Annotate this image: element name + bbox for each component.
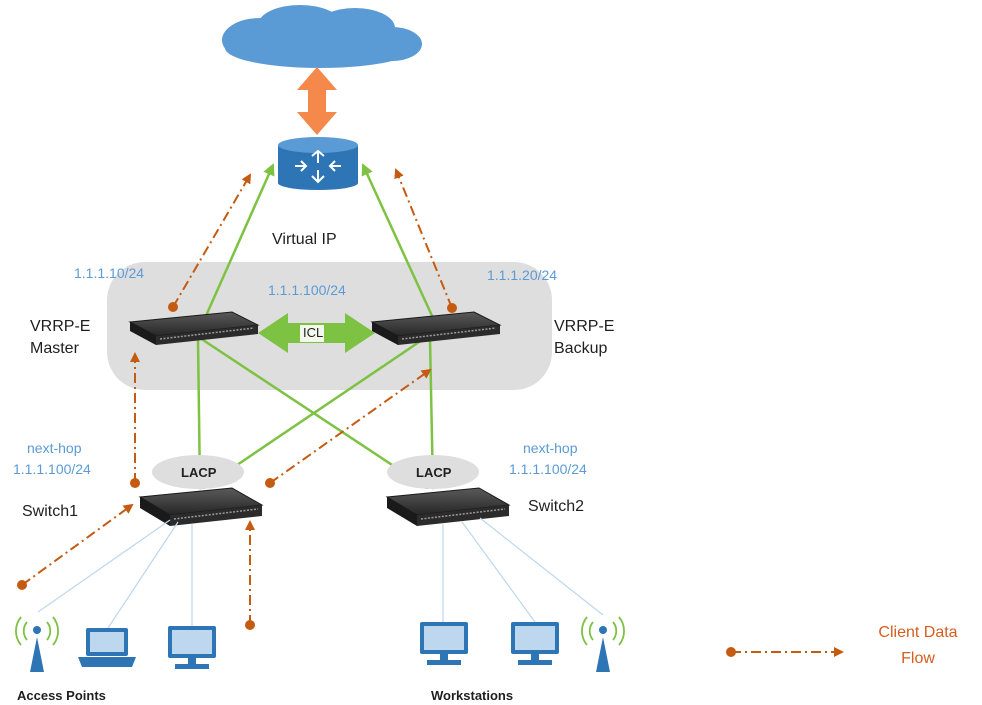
nexthop-right-line-2: 1.1.1.100/24 [509,461,587,477]
access-point-icon [15,616,59,672]
virtual-ip-address-label: 1.1.1.100/24 [268,282,346,298]
master-switch-icon [128,311,260,345]
master-role-line-1: VRRP-E [30,318,91,335]
cloud-icon [222,5,422,68]
switch1-icon [138,487,264,526]
monitor-icon [511,622,559,665]
client-data-flows [21,168,453,625]
nexthop-left-line-2: 1.1.1.100/24 [13,461,91,477]
device-links [37,517,604,629]
client-flow-origin-dots [17,302,457,630]
master-ip-label: 1.1.1.10/24 [74,265,145,281]
legend-client-data-flow [726,647,844,657]
master-role-line-2: Master [30,340,79,357]
lacp-ellipse-right [387,455,479,489]
legend-label-line-2: Flow [901,650,935,667]
backup-switch-icon [370,311,502,345]
legend-label-line-1: Client Data [878,624,958,641]
icl-label: ICL [303,325,324,340]
backup-role-line-2: Backup [554,340,608,357]
switch1-label: Switch1 [22,503,79,520]
virtual-ip-label: Virtual IP [272,231,337,248]
laptop-icon [78,628,136,667]
backup-role-line-1: VRRP-E [554,318,615,335]
lacp-ellipse-left [152,455,244,489]
router-icon [278,137,358,190]
monitor-icon [168,626,216,669]
access-points-label: Access Points [17,688,106,703]
backup-ip-label: 1.1.1.20/24 [487,267,558,283]
access-point-icon [581,616,625,672]
uplink-double-arrow-icon [297,67,337,135]
switch2-label: Switch2 [528,498,585,515]
lacp-label-left: LACP [181,465,217,480]
workstations-label: Workstations [431,688,514,703]
nexthop-left-line-1: next-hop [27,440,82,456]
nexthop-right-line-1: next-hop [523,440,578,456]
icl-label-box [300,325,324,342]
lacp-label-right: LACP [416,465,452,480]
switch2-icon [385,487,511,526]
monitor-icon [420,622,468,665]
